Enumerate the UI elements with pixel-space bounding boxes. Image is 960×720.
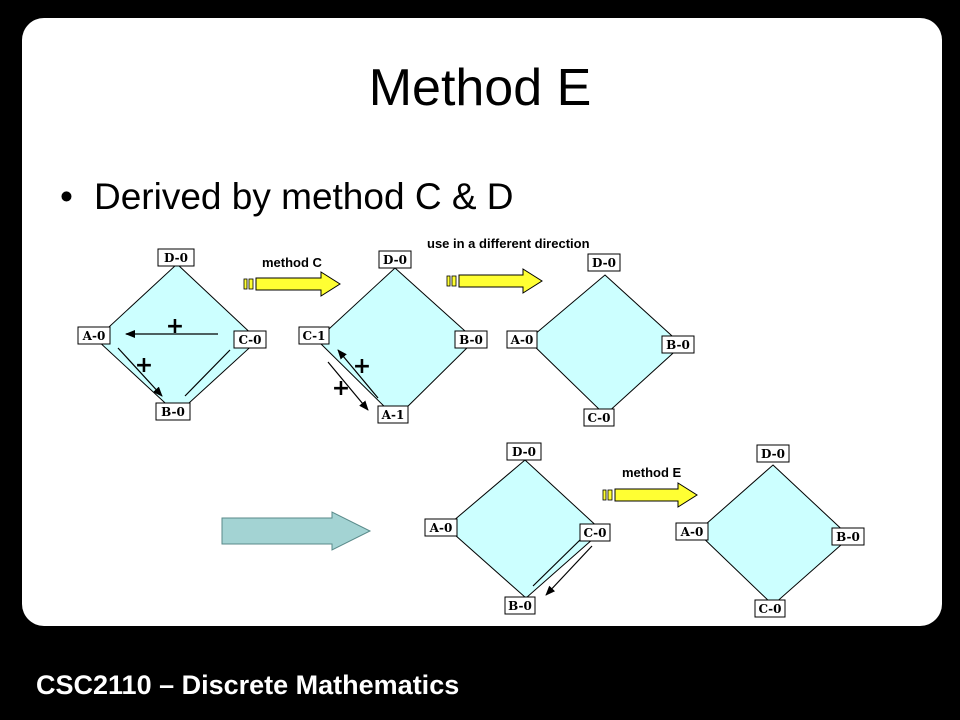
method-c-note: method C	[262, 255, 323, 270]
diagram-5: D-0 A-0 B-0 C-0	[675, 444, 865, 618]
node-d2-left: C-1	[298, 326, 330, 345]
node-d5-right: B-0	[831, 527, 865, 546]
node-d1-top: D-0	[157, 248, 195, 267]
diagram-1: D-0 A-0 C-0 B-0 + +	[77, 248, 267, 421]
slide-title: Method E	[368, 59, 592, 117]
node-d5-left: A-0	[675, 522, 709, 541]
arrow-d4-right-to-bottom	[545, 545, 593, 596]
diamond-5	[696, 464, 851, 606]
result-arrow	[221, 511, 372, 551]
node-d5-top: D-0	[756, 444, 790, 463]
svg-text:B-0: B-0	[508, 599, 532, 613]
line-d4-bottom-to-right	[532, 539, 581, 587]
method-e-arrow	[602, 482, 698, 508]
node-d3-top: D-0	[587, 253, 621, 272]
svg-text:B-0: B-0	[836, 530, 860, 544]
svg-text:A-0: A-0	[510, 333, 534, 347]
line-d1-bottom-to-right	[184, 349, 231, 397]
svg-text:A-0: A-0	[429, 521, 453, 535]
bullet-icon: •	[60, 176, 73, 217]
svg-text:A-0: A-0	[680, 525, 704, 539]
node-d2-top: D-0	[378, 250, 412, 269]
plus-sign-1: +	[166, 314, 184, 339]
node-d2-right: B-0	[454, 330, 488, 349]
bullet-text: Derived by method C & D	[94, 176, 514, 217]
direction-arrow	[446, 268, 543, 294]
arrow-d2-left-to-bottom	[327, 361, 369, 411]
plus-sign-4: +	[332, 376, 350, 401]
svg-text:D-0: D-0	[592, 256, 616, 270]
plus-sign-3: +	[353, 354, 371, 379]
node-d4-right: C-0	[579, 523, 611, 542]
footer-course-title: CSC2110 – Discrete Mathematics	[36, 670, 460, 700]
arrow-d1-left-to-bottom	[117, 347, 163, 397]
svg-text:D-0: D-0	[761, 447, 785, 461]
node-d4-left: A-0	[424, 518, 458, 537]
svg-text:A-0: A-0	[82, 329, 106, 343]
diagram-4: D-0 A-0 C-0 B-0	[424, 442, 611, 615]
node-d3-bottom: C-0	[583, 408, 615, 427]
svg-text:A-1: A-1	[381, 408, 405, 422]
node-d1-left: A-0	[77, 326, 111, 345]
svg-text:B-0: B-0	[161, 405, 185, 419]
node-d1-bottom: B-0	[155, 402, 191, 421]
node-d5-bottom: C-0	[754, 599, 786, 618]
diagram-2: D-0 C-1 B-0 A-1 + +	[298, 250, 488, 424]
diagram-3: D-0 A-0 B-0 C-0	[506, 253, 695, 427]
bullet-item: • Derived by method C & D	[60, 176, 514, 218]
node-d3-left: A-0	[506, 330, 538, 349]
svg-text:C-0: C-0	[239, 333, 262, 347]
svg-text:C-0: C-0	[584, 526, 607, 540]
method-c-arrow	[243, 271, 341, 297]
node-d4-top: D-0	[506, 442, 542, 461]
svg-text:D-0: D-0	[164, 251, 188, 265]
svg-text:B-0: B-0	[459, 333, 483, 347]
method-e-note: method E	[622, 465, 682, 480]
node-d4-bottom: B-0	[504, 596, 536, 615]
node-d1-right: C-0	[233, 330, 267, 349]
svg-text:C-1: C-1	[303, 329, 326, 343]
direction-note: use in a different direction	[427, 236, 590, 251]
svg-text:C-0: C-0	[759, 602, 782, 616]
svg-text:D-0: D-0	[512, 445, 536, 459]
plus-sign-2: +	[135, 353, 153, 378]
node-d3-right: B-0	[661, 335, 695, 354]
diamond-4	[445, 459, 603, 599]
arrow-d2-bottom-to-left	[337, 349, 379, 399]
diamond-3	[527, 274, 683, 416]
node-d2-bottom: A-1	[377, 405, 409, 424]
svg-text:D-0: D-0	[383, 253, 407, 267]
svg-text:C-0: C-0	[588, 411, 611, 425]
svg-text:B-0: B-0	[666, 338, 690, 352]
